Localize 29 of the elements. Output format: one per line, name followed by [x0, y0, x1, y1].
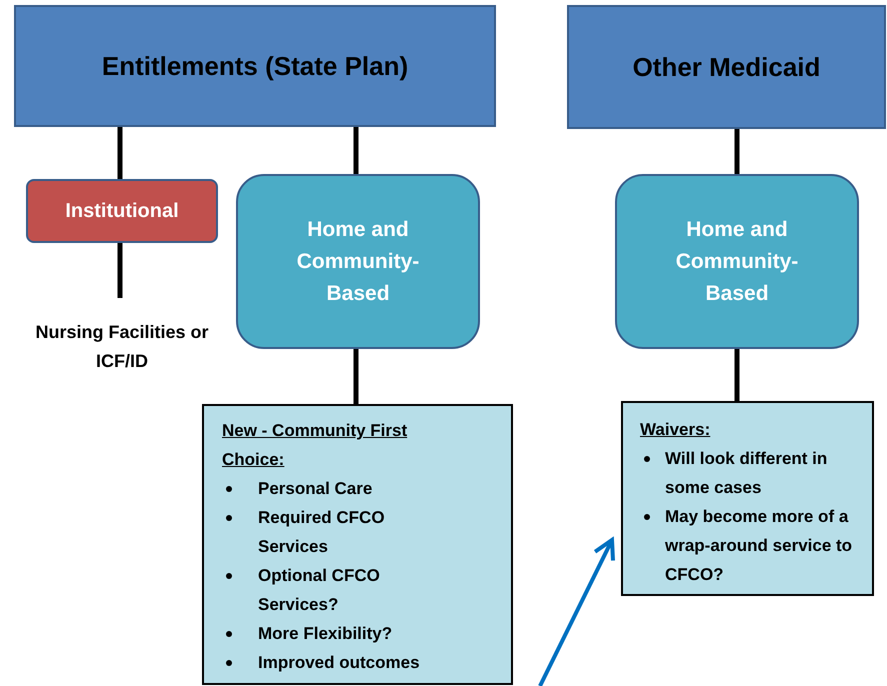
node-label: Nursing Facilities or ICF/ID — [34, 321, 210, 373]
arrow — [538, 538, 615, 686]
bullet-item: Improved outcomes — [258, 652, 421, 674]
heading: Entitlements (State Plan) — [102, 50, 408, 82]
title-box — [567, 5, 886, 129]
connector-line — [354, 127, 358, 174]
bullet-item: Will look different in some cases — [665, 448, 828, 499]
connector-line — [118, 127, 122, 179]
connector-line — [734, 129, 740, 174]
connector-line — [354, 349, 358, 404]
bullet-item: May become more of a wrap-around service to CFCO? — [665, 506, 854, 586]
rounded-box — [615, 174, 859, 349]
connector-line — [734, 349, 740, 401]
bullet-item: Optional CFCO Services? — [258, 565, 381, 616]
bullet-item: Required CFCO Services — [258, 507, 386, 558]
category-box — [26, 179, 218, 243]
rounded-box — [236, 174, 480, 349]
list-box — [202, 404, 513, 685]
box-label: Home and Community-Based — [296, 216, 420, 306]
bullet-item: More Flexibility? — [258, 623, 394, 645]
box-label: Home and Community-Based — [674, 216, 800, 306]
list-heading: Waivers: — [640, 420, 710, 439]
list-box — [621, 401, 874, 596]
bullet-item: Personal Care — [258, 478, 374, 500]
connector-line — [118, 243, 122, 298]
title-box — [14, 5, 496, 127]
list-heading: New - Community First Choice: — [222, 421, 408, 469]
heading: Other Medicaid — [632, 50, 820, 84]
box-label: Institutional — [65, 199, 179, 224]
